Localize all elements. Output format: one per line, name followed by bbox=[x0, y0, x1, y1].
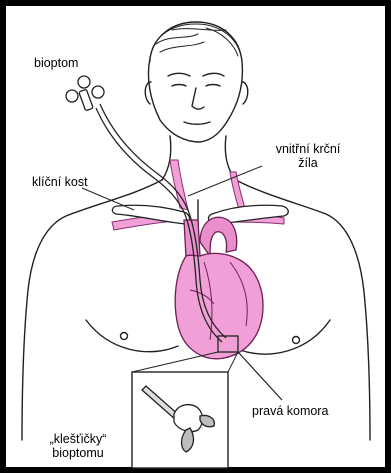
nose bbox=[192, 88, 204, 109]
label-clavicle: klíční kost bbox=[32, 175, 88, 189]
ventricle-pointer bbox=[238, 352, 282, 400]
label-forceps-line2: bioptomu bbox=[24, 446, 132, 460]
label-vein: vnitřní krční žíla bbox=[262, 142, 354, 170]
aortic-arch bbox=[200, 217, 237, 256]
vein-pointer bbox=[188, 166, 262, 196]
handle-ring-right bbox=[92, 86, 104, 98]
label-forceps: „klešťičky“ bioptomu bbox=[24, 432, 132, 460]
handle-ring-left bbox=[66, 90, 78, 102]
handle-body bbox=[79, 89, 93, 111]
heart bbox=[175, 253, 263, 358]
left-brow bbox=[168, 73, 190, 76]
left-nipple bbox=[121, 333, 128, 340]
neck-left bbox=[162, 136, 171, 180]
label-forceps-line1: „klešťičky“ bbox=[24, 432, 132, 446]
handle-ring-top bbox=[78, 76, 90, 88]
left-eye bbox=[172, 85, 186, 87]
right-nipple bbox=[293, 337, 300, 344]
right-brow bbox=[203, 73, 224, 76]
label-ventricle: pravá komora bbox=[252, 404, 328, 418]
label-vein-line1: vnitřní krční bbox=[262, 142, 354, 156]
zoom-line-left bbox=[132, 352, 218, 372]
label-vein-line2: žíla bbox=[262, 156, 354, 170]
hair bbox=[150, 24, 242, 62]
right-eye bbox=[206, 85, 220, 87]
mouth bbox=[184, 122, 210, 124]
label-bioptom: bioptom bbox=[34, 56, 78, 70]
clavicle-pointer bbox=[82, 188, 134, 210]
left-pec bbox=[86, 320, 178, 352]
right-ear bbox=[242, 82, 248, 104]
